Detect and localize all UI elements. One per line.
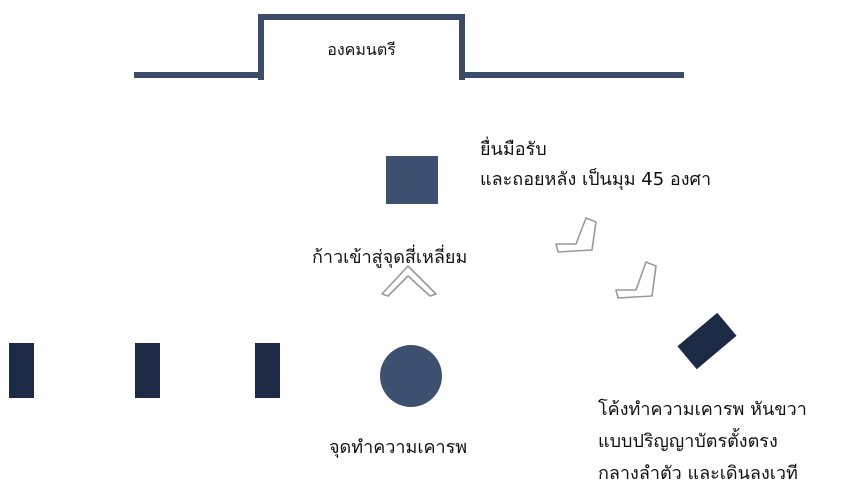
- waiting-position-2: [135, 343, 160, 398]
- final-line-1: โค้งทำความเคารพ หันขวา: [598, 399, 807, 420]
- dignitary-label: องคมนตรี: [327, 39, 396, 59]
- final-line-2: แบบปริญญาบัตรตั้งตรง: [598, 431, 778, 452]
- final-instruction: โค้งทำความเคารพ หันขวา แบบปริญญาบัตรตั้ง…: [598, 396, 807, 488]
- bow-point-label: จุดทำความเคารพ: [329, 437, 468, 458]
- final-line-3: กลางลำตัว และเดินลงเวที: [598, 463, 798, 484]
- step-back-chevron-icon-2: [615, 261, 657, 299]
- receive-instruction: ยื่นมือรับ และถอยหลัง เป็นมุม 45 องศา: [480, 136, 711, 194]
- approach-label: ก้าวเข้าสู่จุดสี่เหลี่ยม: [312, 247, 468, 268]
- receive-line-1: ยื่นมือรับ: [480, 139, 547, 160]
- forward-chevron-icon: [381, 265, 437, 297]
- bow-point-circle: [380, 345, 442, 407]
- waiting-position-1: [9, 343, 34, 398]
- step-back-chevron-icon-1: [555, 217, 597, 253]
- exit-position-diamond: [677, 312, 737, 370]
- waiting-position-3: [255, 343, 280, 398]
- receive-line-2: และถอยหลัง เป็นมุม 45 องศา: [480, 169, 712, 190]
- dignitary-position-box: องคมนตรี: [258, 14, 465, 80]
- receive-position-square: [386, 156, 438, 204]
